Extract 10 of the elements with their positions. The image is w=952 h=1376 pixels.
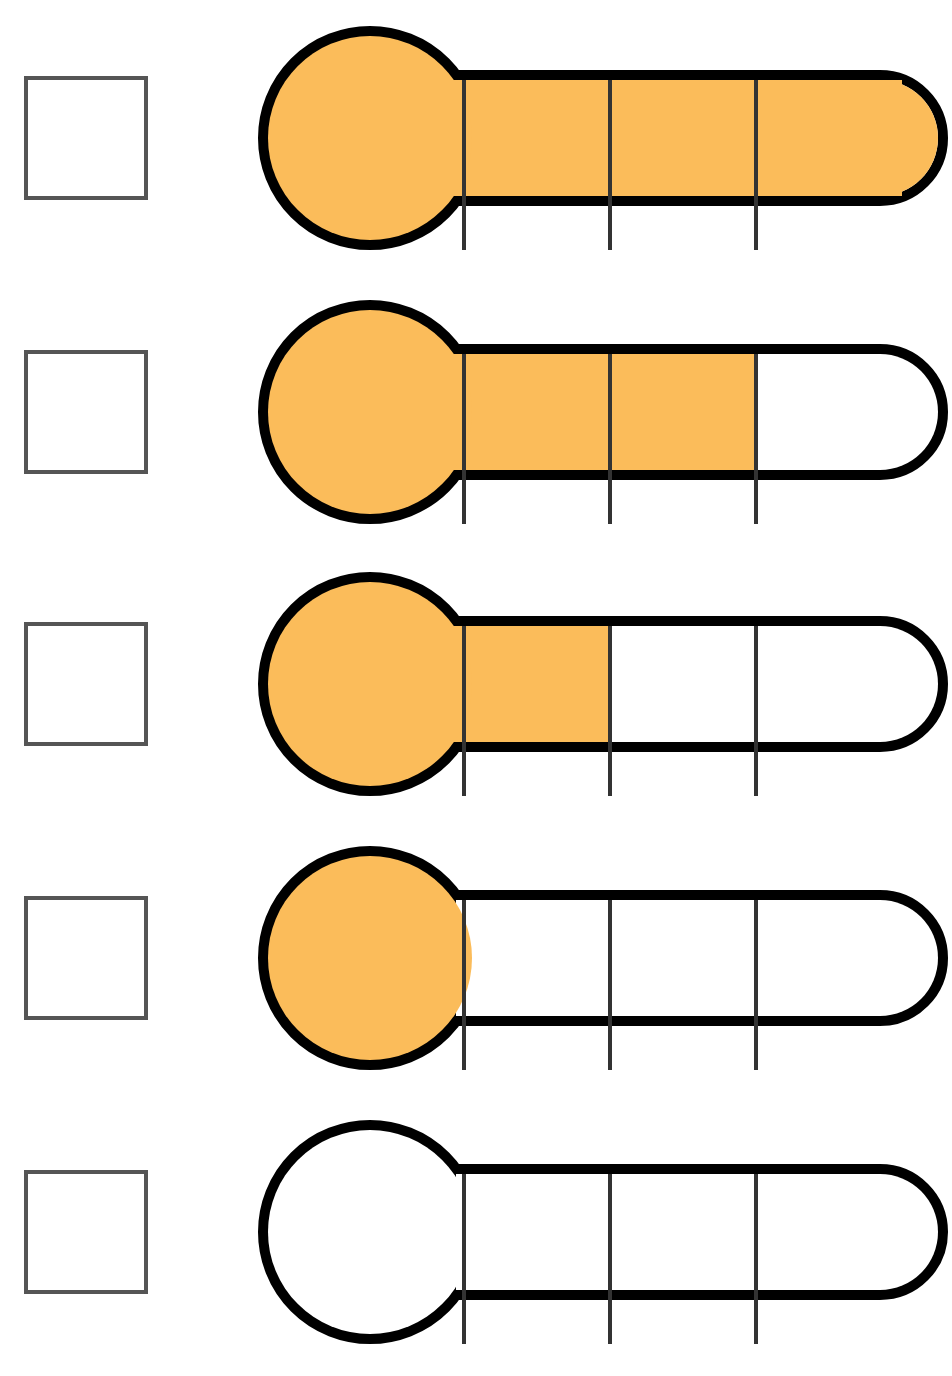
thermometer-drawing bbox=[256, 298, 948, 530]
checkbox bbox=[24, 76, 148, 200]
thermometer-drawing bbox=[256, 24, 948, 256]
thermometer-drawing bbox=[256, 844, 948, 1076]
checkbox bbox=[24, 896, 148, 1020]
checkbox bbox=[24, 622, 148, 746]
checkbox bbox=[24, 1170, 148, 1294]
thermometer-drawing bbox=[256, 1118, 948, 1350]
thermometer-drawing bbox=[256, 570, 948, 802]
checkbox bbox=[24, 350, 148, 474]
